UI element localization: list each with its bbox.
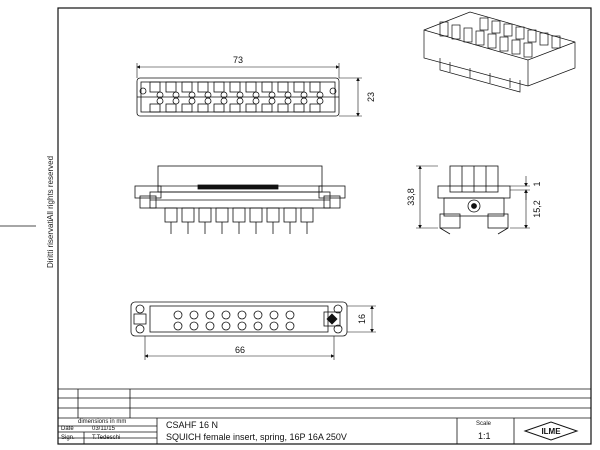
dim-side-lower: 15,2: [532, 200, 542, 218]
side-view: [416, 165, 530, 235]
sign-value: T.Tedeschi: [92, 435, 121, 441]
top-view-contacts: [156, 91, 324, 105]
scale-value: 1:1: [478, 431, 491, 441]
units-label: dimensions in mm: [78, 419, 127, 425]
scale-label: Scale: [476, 421, 492, 427]
front-view-pins: [164, 207, 314, 234]
isometric-view-terminals: [439, 17, 561, 58]
bottom-view: [130, 301, 376, 360]
part-code: CSAHF 16 N: [166, 420, 219, 430]
dim-side-small: 1: [532, 181, 542, 186]
date-value: 03/11/15: [92, 426, 115, 432]
front-view: [134, 165, 346, 234]
date-label: Date: [61, 426, 74, 432]
isometric-view: [423, 11, 576, 93]
dim-bottom-height: 16: [357, 314, 367, 324]
dim-side-height: 33,8: [406, 188, 416, 206]
dim-bottom-width: 66: [235, 345, 245, 355]
title-block: [58, 388, 591, 444]
logo-text: ILME: [541, 427, 561, 436]
side-note-right: All rights reserved: [46, 155, 55, 220]
sign-label: Sign.: [61, 435, 75, 441]
top-view-terminals-lower: [149, 103, 321, 113]
top-view: [136, 63, 362, 117]
ilme-logo: ILME: [523, 421, 579, 441]
top-view-terminals-upper: [149, 81, 321, 93]
bottom-view-contacts: [173, 310, 295, 331]
dim-top-width: 73: [233, 55, 243, 65]
dim-top-height: 23: [366, 92, 376, 102]
part-description: SQUICH female insert, spring, 16P 16A 25…: [166, 432, 347, 442]
sheet-border: [57, 7, 592, 445]
side-note-left: Diritti riservati: [46, 219, 55, 268]
